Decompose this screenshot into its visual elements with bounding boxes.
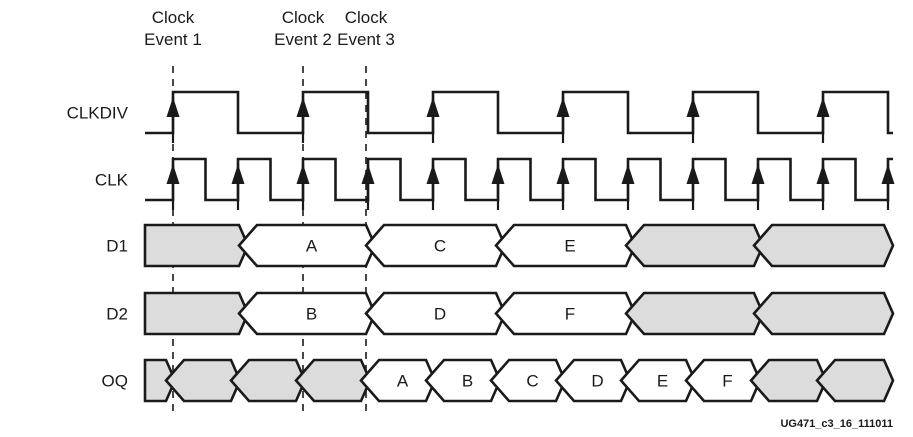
clk-rising-edge-arrow-10 <box>751 164 765 184</box>
d2-bus-segment-6 <box>752 291 895 336</box>
d1-value-E: E <box>564 237 575 256</box>
oq-bus-segment-12 <box>815 358 895 403</box>
clk-rising-edge-arrow-8 <box>621 164 635 184</box>
clk-rising-edge-arrow-3 <box>296 164 310 184</box>
oq-value-F: F <box>722 372 732 391</box>
clk-rising-edge-arrow-7 <box>556 164 570 184</box>
clkdiv-rising-edge-arrow-6 <box>816 97 830 117</box>
d2-value-D: D <box>434 305 446 324</box>
clkdiv-waveform <box>145 90 893 135</box>
clkdiv-rising-edge-arrow-5 <box>686 97 700 117</box>
clkdiv-rising-edge-arrow-1 <box>166 97 180 117</box>
oq-bus-segment-1 <box>143 358 177 403</box>
clk-rising-edge-arrow-2 <box>231 164 245 184</box>
signal-label-clkdiv: CLKDIV <box>67 104 129 123</box>
oq-value-B: B <box>462 372 473 391</box>
clkdiv-rising-edge-arrow-3 <box>426 97 440 117</box>
d2-bus-segment-5 <box>624 291 765 336</box>
clock-event-2-title: Clock <box>282 8 325 27</box>
clock-event-2-subtitle: Event 2 <box>274 30 332 49</box>
d1-bus-segment-5 <box>624 223 765 268</box>
clk-waveform <box>145 157 893 202</box>
signal-label-d2: D2 <box>106 305 128 324</box>
oq-bus-segment-11 <box>749 358 828 403</box>
clk-rising-edge-arrow-11 <box>816 164 830 184</box>
clk-rising-edge-arrow-1 <box>166 164 180 184</box>
figure-caption: UG471_c3_16_111011 <box>780 418 893 430</box>
oq-bus-segment-3 <box>229 358 307 403</box>
d2-value-F: F <box>565 305 575 324</box>
d2-bus-segment-1 <box>143 291 250 336</box>
d1-bus-segment-6 <box>752 223 895 268</box>
clkdiv-rising-edge-arrow-4 <box>556 97 570 117</box>
d1-value-C: C <box>434 237 446 256</box>
clkdiv-rising-edge-arrow-2 <box>296 97 310 117</box>
d2-value-B: B <box>306 305 317 324</box>
clock-event-3-title: Clock <box>345 8 388 27</box>
clock-event-1-subtitle: Event 1 <box>144 30 202 49</box>
d1-value-A: A <box>306 237 318 256</box>
signal-label-oq: OQ <box>102 372 128 391</box>
clk-rising-edge-arrow-5 <box>426 164 440 184</box>
oq-bus-segment-2 <box>164 358 242 403</box>
clk-rising-edge-arrow-6 <box>491 164 505 184</box>
oq-value-E: E <box>657 372 668 391</box>
oq-value-D: D <box>591 372 603 391</box>
clock-event-1-title: Clock <box>152 8 195 27</box>
signal-label-clk: CLK <box>95 171 129 190</box>
oq-value-A: A <box>397 372 409 391</box>
d1-bus-segment-1 <box>143 223 250 268</box>
oq-bus-segment-4 <box>294 358 372 403</box>
oq-value-C: C <box>526 372 538 391</box>
waveform-layer <box>143 90 895 403</box>
clk-rising-edge-arrow-4 <box>361 164 375 184</box>
signal-label-d1: D1 <box>106 237 128 256</box>
clock-event-3-subtitle: Event 3 <box>337 30 395 49</box>
clk-rising-edge-arrow-9 <box>686 164 700 184</box>
clk-rising-edge-arrow-12 <box>881 164 895 184</box>
